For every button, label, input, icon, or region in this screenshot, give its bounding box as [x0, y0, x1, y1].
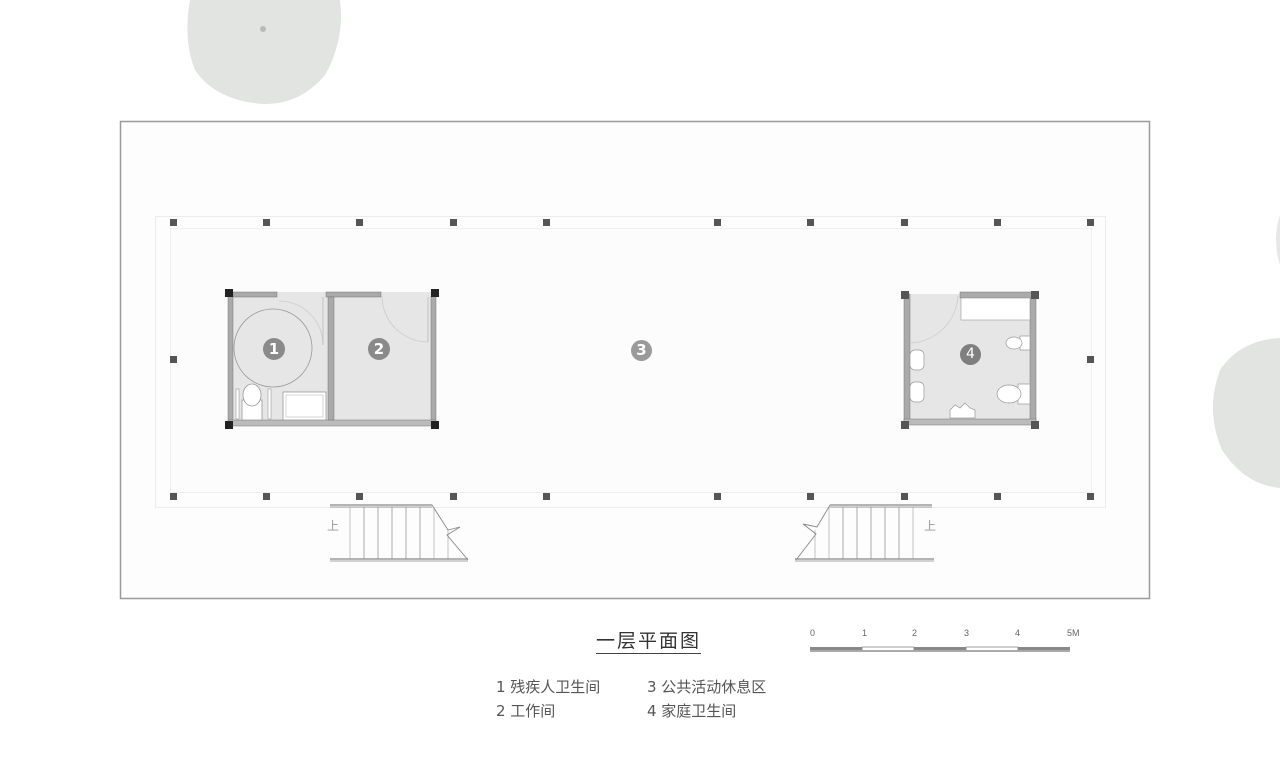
legend-col-2: 3 公共活动休息区 4 家庭卫生间: [647, 675, 766, 723]
legend-item: 3 公共活动休息区: [647, 678, 767, 696]
baby-changing-icon: [949, 402, 976, 419]
legend-item: 4 家庭卫生间: [647, 702, 737, 720]
deck-outline: [155, 216, 1106, 508]
toilet-icon: [235, 383, 272, 421]
sink-counter-icon: [282, 391, 327, 421]
room-block-left: [225, 289, 439, 429]
room-marker-2: 2: [368, 338, 390, 360]
room-marker-1: 1: [263, 338, 285, 360]
scale-tick-0: 0: [810, 628, 816, 638]
stair-up-label-left: 上: [327, 519, 340, 533]
scale-bar: [810, 646, 1070, 652]
stair-left: [330, 504, 469, 562]
drawing-title: 一层平面图: [596, 630, 702, 654]
stair-right: [795, 504, 934, 562]
room-marker-3: 3: [631, 340, 652, 361]
tree-icon: [1212, 215, 1280, 488]
scale-tick-1: 1: [862, 628, 868, 638]
scale-tick-4: 4: [1015, 628, 1021, 638]
legend-item: 2 工作间: [496, 702, 556, 720]
legend-item: 1 残疾人卫生间: [496, 678, 601, 696]
scale-tick-2: 2: [912, 628, 918, 638]
toilet-icon: [1005, 335, 1031, 351]
sink-icon: [909, 349, 925, 403]
scale-tick-5: 5M: [1067, 628, 1080, 638]
column-grid: [170, 219, 1094, 500]
stair-up-label-right: 上: [924, 519, 937, 533]
room-marker-4: 4: [960, 344, 981, 365]
legend-col-1: 1 残疾人卫生间 2 工作间: [496, 675, 600, 723]
scale-tick-3: 3: [964, 628, 970, 638]
toilet-icon: [996, 383, 1031, 405]
tree-icon: [187, 0, 341, 105]
